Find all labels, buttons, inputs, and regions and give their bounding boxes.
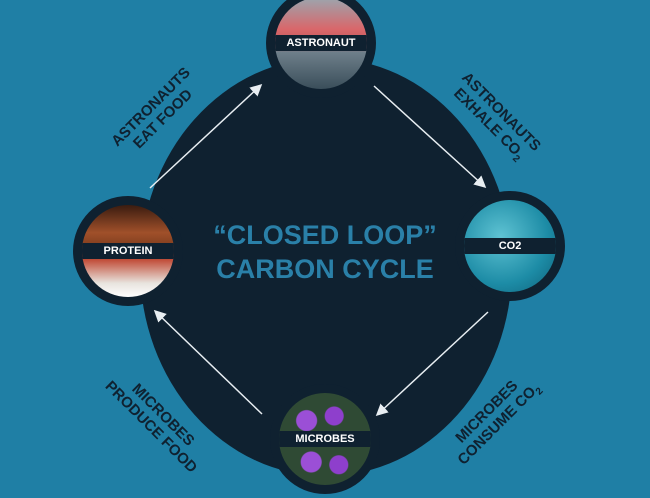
arrow-protein-to-astronaut [149,83,263,189]
title-line-2: CARBON CYCLE [216,254,434,284]
arrow-co2-to-microbes [375,311,489,417]
arrow-astronaut-to-co2 [373,85,487,189]
astronaut-image: ASTRONAUT [275,0,367,89]
microbes-label: MICROBES [279,431,371,447]
title-line-1: “CLOSED LOOP” [213,220,437,250]
node-protein: PROTEIN [73,196,183,306]
node-astronaut: ASTRONAUT [266,0,376,98]
microbes-image: MICROBES [279,393,371,485]
diagram-title: “CLOSED LOOP” CARBON CYCLE [180,218,470,286]
protein-label: PROTEIN [82,243,174,259]
co2-image: CO2 [464,200,556,292]
co2-label: CO2 [464,238,556,254]
node-microbes: MICROBES [270,384,380,494]
protein-image: PROTEIN [82,205,174,297]
node-co2: CO2 [455,191,565,301]
arrow-microbes-to-protein [153,309,263,415]
astronaut-label: ASTRONAUT [275,35,367,51]
